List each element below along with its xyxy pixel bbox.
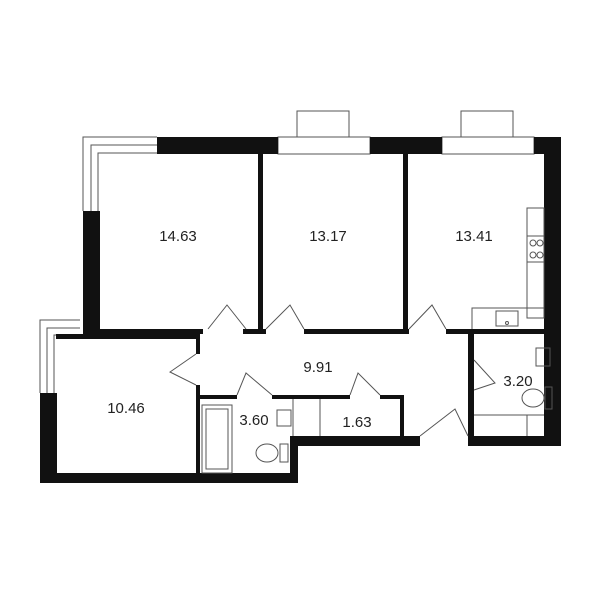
room-area-wc: 3.20 (503, 373, 532, 390)
room-area-bedroom-1: 14.63 (159, 228, 197, 245)
fixtures (201, 207, 553, 474)
storage-shelves (292, 399, 321, 436)
room-area-storage: 1.63 (342, 414, 371, 431)
room-area-bedroom-2: 13.17 (309, 228, 347, 245)
room-area-hallway: 9.91 (303, 359, 332, 376)
room-area-bathroom: 3.60 (239, 412, 268, 429)
walls (40, 137, 561, 483)
balcony-outlines (39, 136, 157, 393)
stove-icon (526, 207, 545, 319)
bathtub-icon (201, 404, 233, 474)
bath-sink-icon (276, 409, 292, 427)
toilet-icon-wc (521, 386, 553, 410)
sink-icon (471, 307, 544, 329)
wc-sink-icon (535, 347, 551, 367)
doors (169, 304, 496, 437)
room-area-bedroom-3: 10.46 (107, 400, 145, 417)
toilet-icon-bath (255, 443, 289, 463)
room-area-kitchen: 13.41 (455, 228, 493, 245)
wc-shelf (474, 414, 544, 436)
